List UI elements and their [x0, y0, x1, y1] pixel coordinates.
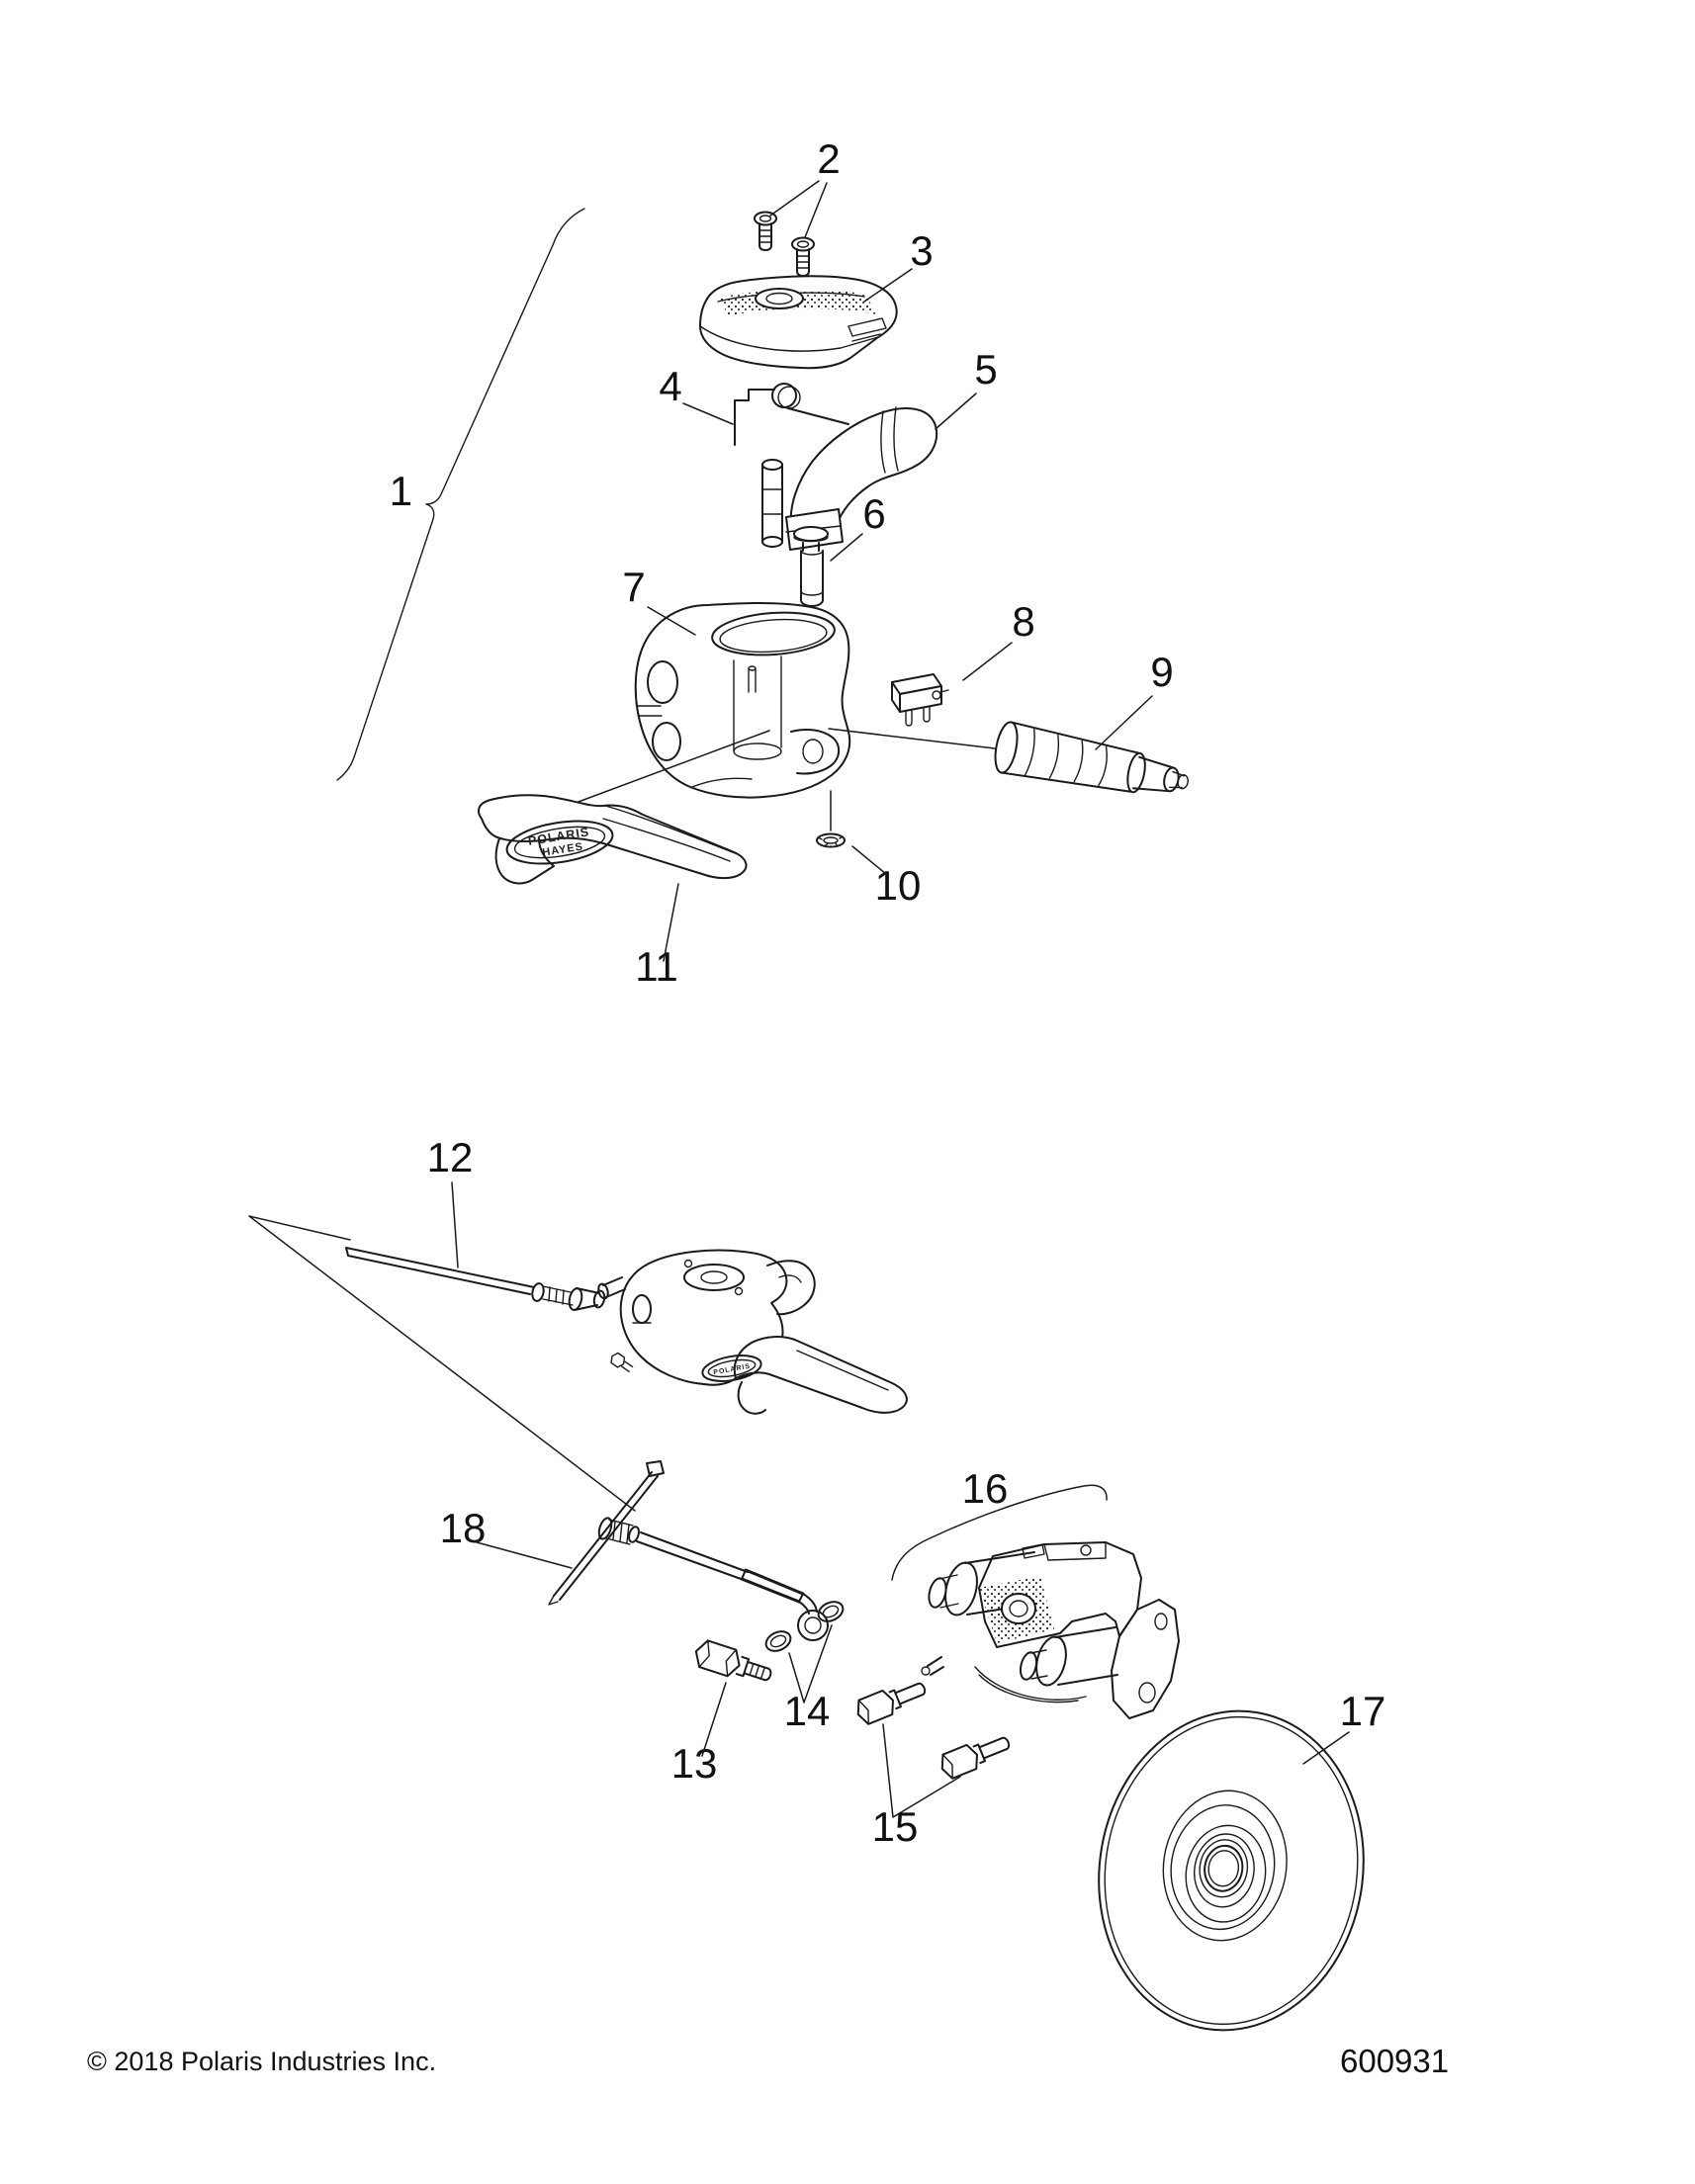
callout-3-label: 3: [910, 227, 933, 274]
callout-18-label: 18: [440, 1505, 487, 1551]
part-pivot-pin: [794, 527, 828, 606]
callout-4-label: 4: [659, 363, 681, 409]
copyright-text: © 2018 Polaris Industries Inc.: [87, 2047, 436, 2076]
callout-9-label: 9: [1150, 649, 1173, 695]
part-handlebar-grip: [992, 721, 1193, 809]
callout-3-leader: [864, 269, 912, 302]
callout-16-label: 16: [962, 1465, 1009, 1512]
part-brake-line: [249, 1216, 635, 1511]
callout-15-leader: [883, 1724, 960, 1817]
part-sealing-washers: [762, 1598, 846, 1654]
part-brake-switch: [892, 674, 948, 726]
part-cover-screws: [755, 181, 827, 276]
callout-5-label: 5: [974, 346, 997, 393]
callout-15-label: 15: [872, 1803, 919, 1850]
callout-11-label: 11: [635, 943, 678, 990]
part-return-spring: [735, 384, 848, 445]
callout-10-leader: [852, 846, 886, 874]
part-brake-caliper: [922, 1542, 1179, 1718]
part-assembly-brace: [337, 209, 584, 780]
callout-17-leader: [1303, 1732, 1349, 1764]
callout-8-label: 8: [1012, 598, 1034, 645]
callout-7-leader: [648, 607, 695, 635]
part-actuator-arm: [762, 407, 937, 550]
assembled-master-cylinder: POLARIS: [597, 1251, 907, 1414]
callout-11-leader: [664, 884, 678, 961]
callout-9-leader: [1096, 696, 1152, 749]
part-caliper-bolts: [853, 1676, 1013, 1781]
callout-2-label: 2: [817, 135, 840, 182]
part-master-cylinder-body: [560, 603, 995, 809]
callout-17-label: 17: [1340, 1688, 1386, 1734]
callout-4-leader: [683, 403, 733, 424]
callout-13-leader: [702, 1683, 726, 1756]
brake-hose-lower: [596, 1517, 828, 1640]
callout-18-leader: [477, 1542, 572, 1568]
part-washer: [817, 791, 845, 847]
callout-12-label: 12: [427, 1134, 474, 1180]
part-banjo-bolt: [692, 1638, 775, 1689]
callout-7-label: 7: [622, 564, 645, 610]
callout-8-leader: [963, 643, 1012, 680]
callout-6-label: 6: [862, 490, 885, 537]
part-reservoir-cover: [700, 276, 897, 368]
part-brake-disc: [1076, 1692, 1385, 2050]
callout-12-leader: [452, 1182, 458, 1267]
callout-1-label: 1: [390, 468, 412, 514]
callout-14-leader: [789, 1625, 832, 1703]
callout-6-leader: [831, 534, 862, 561]
callout-16-brace: [892, 1485, 1107, 1580]
part-cable-tie: [549, 1461, 664, 1605]
callout-13-label: 13: [671, 1740, 718, 1787]
part-brake-lever: POLARIS HAYES: [479, 795, 747, 883]
callout-5-leader: [936, 393, 976, 429]
callout-10-label: 10: [875, 862, 922, 909]
drawing-number: 600931: [1340, 2043, 1449, 2079]
